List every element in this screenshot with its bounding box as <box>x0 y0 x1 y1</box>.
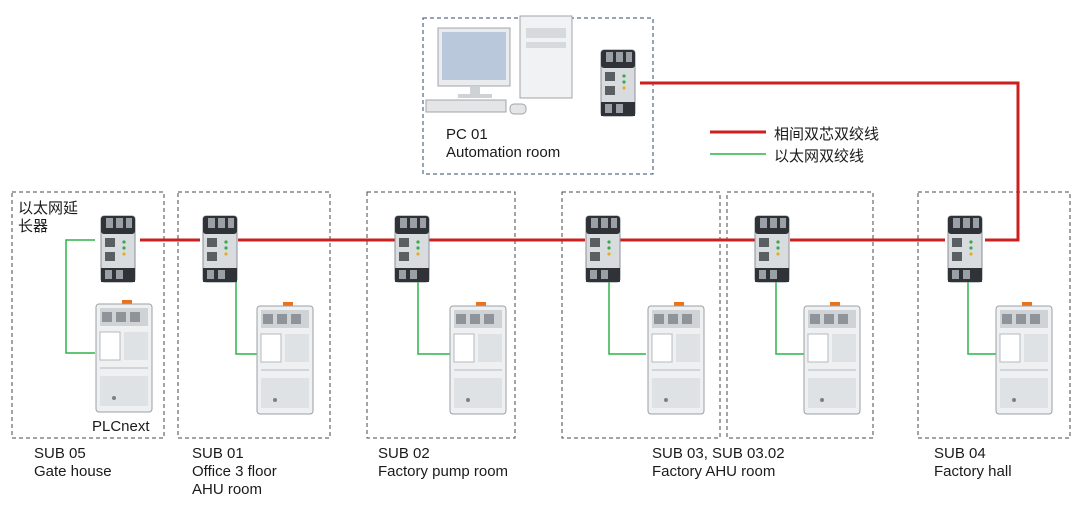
station-id: SUB 04 <box>934 445 986 462</box>
ethernet-extender-icon <box>585 215 621 283</box>
station-label-sub05: SUB 05 Gate house <box>34 445 112 481</box>
tp-line-sub05 <box>65 239 95 354</box>
legend-green-label: 以太网双绞线 <box>774 148 865 165</box>
twisted-pair-lines <box>65 239 1000 355</box>
extender-label-line: 长器 <box>18 218 49 235</box>
tp-line-sub03b <box>775 280 809 355</box>
station-id: SUB 01 <box>192 445 244 462</box>
ethernet-extender-icon <box>600 49 636 117</box>
backbone-lines <box>140 81 1020 242</box>
station-id: SUB 02 <box>378 445 430 462</box>
tp-line-sub03a <box>608 280 646 355</box>
pc-location: Automation room <box>446 144 561 161</box>
station-label-sub02: SUB 02 Factory pump room <box>378 445 508 481</box>
station-location: Office 3 floor <box>192 463 277 480</box>
station-location: Factory pump room <box>378 463 509 480</box>
station-location: Factory AHU room <box>652 463 776 480</box>
tp-line-sub02 <box>417 280 452 355</box>
station-location: Factory hall <box>934 463 1012 480</box>
legend-red-label: 相间双芯双绞线 <box>774 126 880 143</box>
pc-name: PC 01 <box>446 126 488 143</box>
station-label-sub01: SUB 01 Office 3 floor AHU room <box>192 445 277 499</box>
plcnext-controller-icon <box>647 301 705 415</box>
extender-label-line: 以太网延 <box>18 200 79 217</box>
desktop-computer-icon <box>425 15 573 115</box>
station-id: SUB 05 <box>34 445 86 462</box>
sub03-box-b <box>726 191 874 439</box>
backbone-uplink <box>640 81 1020 242</box>
pc-station-label: PC 01 Automation room <box>446 126 560 162</box>
ethernet-extender-icon <box>394 215 430 283</box>
plcnext-controller-icon <box>995 301 1053 415</box>
ethernet-extender-icon <box>202 215 238 283</box>
station-label-sub04: SUB 04 Factory hall <box>934 445 1012 481</box>
station-label-sub03: SUB 03, SUB 03.02 Factory AHU room <box>652 445 785 481</box>
ethernet-extender-icon <box>100 215 136 283</box>
ethernet-extender-icon <box>947 215 983 283</box>
sub01-box <box>177 191 331 439</box>
ethernet-extender-icon <box>754 215 790 283</box>
sub03-box-a <box>561 191 721 439</box>
sub05-box <box>11 191 165 439</box>
sub04-box <box>917 191 1071 439</box>
tp-line-sub04 <box>967 280 1000 355</box>
plcnext-controller-icon <box>95 299 153 413</box>
sub02-box <box>366 191 516 439</box>
plcnext-controller-icon <box>803 301 861 415</box>
station-id: SUB 03, SUB 03.02 <box>652 445 785 462</box>
plcnext-controller-icon <box>256 301 314 415</box>
station-location: AHU room <box>192 481 263 498</box>
plcnext-label: PLCnext <box>92 418 150 435</box>
plcnext-controller-icon <box>449 301 507 415</box>
extender-label: 以太网延 长器 <box>18 200 78 236</box>
station-boxes <box>11 17 1071 439</box>
tp-line-sub01 <box>235 280 262 355</box>
station-location: Gate house <box>34 463 112 480</box>
